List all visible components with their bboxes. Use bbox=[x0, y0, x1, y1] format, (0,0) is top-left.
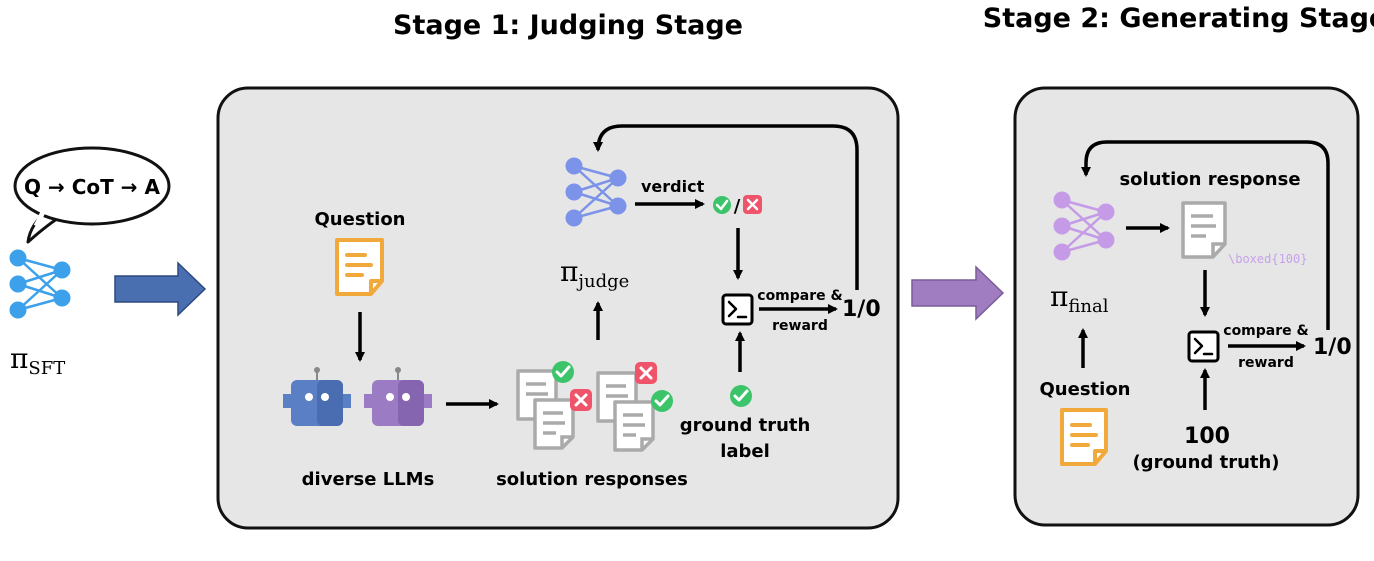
check-icon bbox=[552, 361, 574, 383]
check-icon bbox=[713, 196, 731, 214]
compare-label-line2: reward bbox=[772, 318, 828, 334]
response-document-icon bbox=[1181, 201, 1227, 259]
boxed-answer: \boxed{100} bbox=[1228, 252, 1307, 266]
responses-label: solution responses bbox=[496, 469, 688, 490]
cross-icon bbox=[570, 389, 592, 411]
stage2-feedback-loop bbox=[1081, 140, 1330, 330]
response-docs-group-1 bbox=[516, 369, 575, 450]
robot-purple-icon bbox=[364, 367, 432, 426]
response-docs-group-2 bbox=[596, 371, 655, 452]
reward-value: 1/0 bbox=[842, 297, 881, 322]
speech-bubble: Q → CoT → A bbox=[13, 146, 171, 244]
stage2-question-document-icon bbox=[1060, 408, 1108, 466]
sft-policy-label: πSFT bbox=[10, 342, 65, 379]
compare-label-line1: compare & bbox=[757, 288, 842, 304]
gt-caption: (ground truth) bbox=[1132, 452, 1279, 473]
robot-blue-icon bbox=[283, 367, 351, 426]
final-policy-label: πfinal bbox=[1050, 280, 1109, 317]
gt-label-line2: label bbox=[720, 441, 770, 462]
stage2-question-label: Question bbox=[1040, 379, 1131, 400]
purple-arrow bbox=[911, 265, 1005, 321]
check-icon bbox=[651, 390, 673, 412]
bubble-text: Q → CoT → A bbox=[24, 175, 160, 199]
stage2-compare-line1: compare & bbox=[1223, 323, 1308, 339]
cross-icon bbox=[743, 195, 762, 214]
gt-value: 100 bbox=[1184, 424, 1230, 449]
judge-policy-label: πjudge bbox=[560, 255, 629, 292]
stage1-feedback-loop bbox=[593, 124, 859, 290]
stage1-question-label: Question bbox=[315, 209, 406, 230]
sft-network-icon bbox=[8, 248, 72, 320]
stage2-reward-value: 1/0 bbox=[1313, 335, 1352, 360]
blue-arrow bbox=[114, 261, 207, 317]
verdict-label: verdict bbox=[641, 177, 705, 196]
terminal-icon bbox=[721, 293, 754, 326]
question-document-icon bbox=[335, 238, 384, 296]
stage2-compare-line2: reward bbox=[1238, 355, 1294, 371]
cross-icon bbox=[635, 362, 657, 384]
stage2-title: Stage 2: Generating Stage bbox=[983, 3, 1374, 34]
stage1-title: Stage 1: Judging Stage bbox=[393, 10, 743, 41]
terminal-icon bbox=[1187, 330, 1220, 363]
stage2-response-label: solution response bbox=[1119, 169, 1300, 190]
gt-label-line1: ground truth bbox=[680, 415, 811, 436]
llms-label: diverse LLMs bbox=[302, 469, 435, 490]
check-icon bbox=[730, 385, 752, 407]
verdict-separator: / bbox=[734, 196, 741, 217]
